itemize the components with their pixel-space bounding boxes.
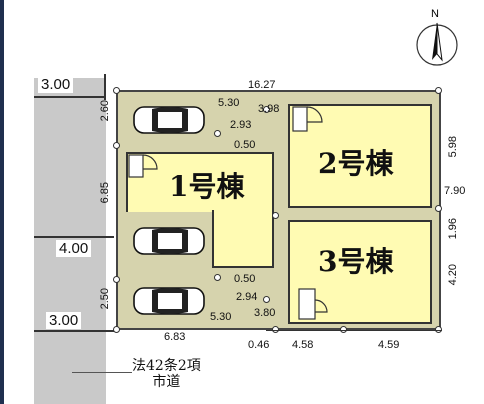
building-1-label: 1号棟 [169,170,245,203]
road-width-label-1: 3.00 [38,76,74,93]
dim-parking-top-width: 5.30 [218,97,240,109]
boundary-marker [214,130,221,137]
road-name: 法42条2項 市道 [132,358,201,390]
building-1-fill [214,205,272,215]
building-3-door [298,288,332,320]
dim-right-top: 5.98 [447,136,459,158]
building-1-door [128,154,162,178]
road-margin [106,78,116,328]
dim-inner-bot-b: 2.94 [236,291,258,303]
road-width-line-1 [34,96,106,98]
road-strip-lower [34,330,106,404]
road-width-label-3: 3.00 [46,312,82,329]
building-2-door [292,106,326,134]
boundary-marker [435,326,442,333]
dim-left-bot: 2.50 [99,288,111,310]
building-2-label: 2号棟 [318,147,394,180]
building-1-lower [212,210,274,268]
compass-icon [416,22,458,66]
dim-bottom-small: 0.46 [248,339,270,351]
road-width-line-2 [34,236,114,238]
dim-bottom-mid: 4.58 [292,339,314,351]
dim-left-mid: 6.85 [99,182,111,204]
boundary-marker [263,106,270,113]
north-label: N [431,8,439,20]
dim-bottom-right: 4.59 [378,339,400,351]
road-width-label-2: 4.00 [56,240,92,257]
boundary-marker [272,212,279,219]
dim-inner-bot-c: 3.80 [254,307,276,319]
car-icon-bottom [130,284,210,318]
dim-parking-bot-width: 5.30 [210,311,232,323]
north-compass: N [414,8,460,68]
road-name-line2: 市道 [152,374,181,391]
building-3-label: 3号棟 [318,245,394,278]
dim-top: 16.27 [248,79,276,91]
dim-inner-bot-a: 0.50 [234,273,256,285]
dim-right-bot: 4.20 [447,264,459,286]
road-width-tick-1 [104,74,106,100]
dim-left-top: 2.60 [99,100,111,122]
boundary-marker [435,205,442,212]
dim-inner-top-a: 3.98 [258,103,280,115]
boundary-marker [113,326,120,333]
road-name-leader [72,372,132,373]
boundary-marker [214,274,221,281]
building-1-upper [126,152,274,212]
frame-edge [0,0,4,404]
boundary-marker [272,326,279,333]
boundary-marker [340,326,347,333]
site-plan: N 3.00 4.00 3.00 法42条2項 市道 1号棟 2号棟 3号棟 [4,0,484,404]
dim-right-mid: 7.90 [444,185,466,197]
frontage-line [266,330,442,331]
boundary-marker [263,296,270,303]
boundary-marker [113,142,120,149]
boundary-marker [113,276,120,283]
car-icon-middle [130,224,210,258]
car-icon-top [130,103,210,137]
road-width-line-3 [34,330,114,332]
road-name-line1: 法42条2項 [132,358,201,374]
dim-inner-top-b: 2.93 [230,119,252,131]
building-2 [288,104,432,208]
boundary-marker [113,87,120,94]
dim-inner-top-c: 0.50 [234,139,256,151]
boundary-marker [435,87,442,94]
dim-bottom-left: 6.83 [164,331,186,343]
road-area-lower [34,330,484,404]
dim-right-gap: 1.96 [447,218,459,240]
